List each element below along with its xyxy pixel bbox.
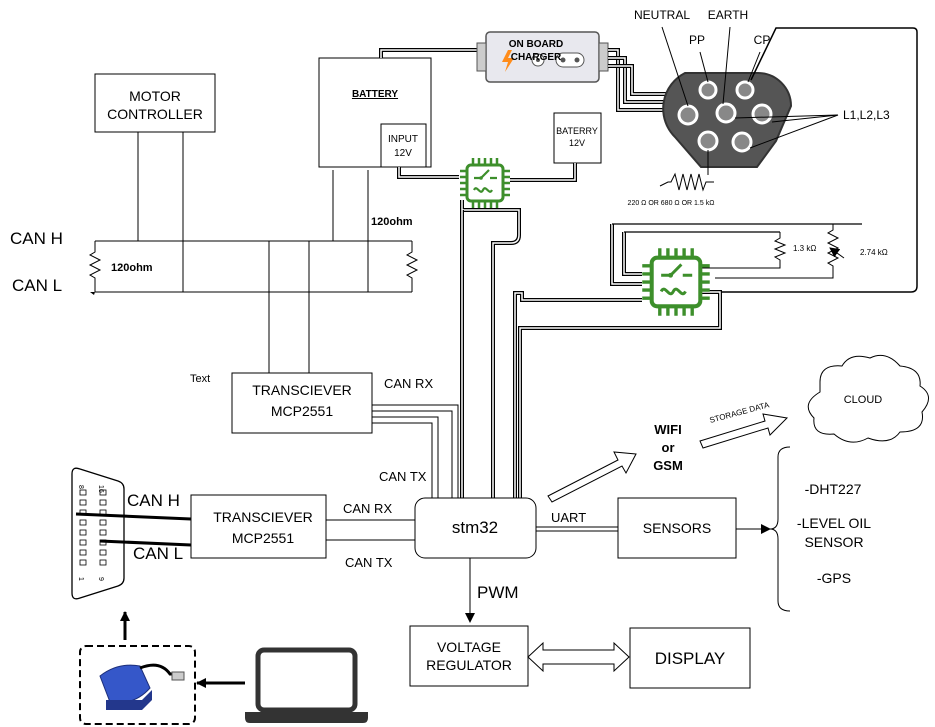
termination-label-left: 120ohm [111, 262, 153, 274]
display-label: DISPLAY [655, 649, 726, 668]
obd-can-l-label: CAN L [133, 544, 183, 563]
obd-pin-16: 16 [97, 485, 104, 493]
stm32-label: stm32 [452, 518, 498, 537]
battery-input-label: INPUT [388, 134, 418, 145]
or-label: or [662, 440, 675, 455]
can-bus: MOTOR CONTROLLER CAN H CAN L 120ohm 120o… [10, 73, 419, 373]
storage-arrow [699, 413, 789, 449]
battery-section: BATTERY INPUT 12V BATERRY 12V ON BOARD C… [318, 31, 685, 182]
cp-label: CP [754, 33, 771, 47]
sensor-item-2b: SENSOR [804, 534, 863, 550]
sensor-item-1: -DHT227 [805, 481, 862, 497]
transceiver-bottom-model: MCP2551 [232, 530, 294, 546]
obd-adapter-icon [79, 645, 196, 725]
transceiver-top-model: MCP2551 [271, 403, 333, 419]
phases-label: L1,L2,L3 [843, 108, 890, 122]
battery-input-voltage: 12V [394, 148, 412, 159]
earth-label: EARTH [708, 8, 748, 22]
obd-connector-icon: 8 16 1 9 [71, 467, 125, 600]
can-l-label: CAN L [12, 276, 62, 295]
bidirectional-arrow [527, 641, 630, 673]
uart-label: UART [551, 510, 586, 525]
regulator-label: VOLTAGE [437, 639, 501, 655]
sensor-item-2: -LEVEL OIL [797, 515, 871, 531]
transceiver-top-box [231, 372, 373, 434]
cp-circuit: 1.3 kΩ 2.74 kΩ [518, 223, 888, 498]
transceiver-top-can-rx: CAN RX [384, 376, 433, 391]
charging-connector: NEUTRAL EARTH PP CP L1,L2,L3 220 Ω OR 68… [628, 8, 918, 293]
aux-battery-box [553, 112, 602, 164]
cloud-label: CLOUD [844, 394, 883, 406]
can-h-label: CAN H [10, 229, 63, 248]
sensors-box [617, 497, 737, 559]
cp-resistor-2-label: 2.74 kΩ [860, 248, 888, 257]
stray-text: Text [190, 373, 210, 385]
storage-label: STORAGE DATA [709, 400, 771, 425]
transceiver-bottom-can-rx: CAN RX [343, 501, 392, 516]
transceiver-bottom: TRANSCIEVER MCP2551 CAN RX CAN TX [190, 494, 415, 570]
charger-label: ON BOARD [509, 39, 563, 50]
cloud-icon [807, 354, 929, 443]
motor-controller-box [94, 73, 216, 133]
aux-battery-voltage: 12V [569, 138, 585, 148]
pp-label: PP [689, 33, 705, 47]
sensors-label: SENSORS [643, 520, 711, 536]
relay-chip-icon [458, 156, 512, 210]
transceiver-top-label: TRANSCIEVER [252, 382, 352, 398]
onboard-charger-icon [476, 31, 609, 83]
transceiver-top-can-tx: CAN TX [379, 469, 427, 484]
obd-pin-9: 9 [97, 577, 104, 581]
motor-controller-label-2: CONTROLLER [107, 106, 203, 122]
transceiver-bottom-box [190, 494, 327, 559]
display-box [629, 627, 751, 689]
battery-input-box [380, 123, 427, 168]
obd-pin-1: 1 [77, 577, 84, 581]
laptop-icon [245, 647, 368, 723]
pp-resistor-label: 220 Ω OR 680 Ω OR 1.5 kΩ [628, 200, 715, 207]
voltage-regulator-box [409, 625, 529, 687]
regulator-label-2: REGULATOR [426, 657, 512, 673]
relay-chip-icon [642, 248, 710, 316]
wifi-label: WIFI [654, 422, 681, 437]
termination-label-right: 120ohm [371, 216, 413, 228]
motor-controller-label: MOTOR [129, 88, 181, 104]
sensor-item-3: -GPS [817, 570, 851, 586]
stm32-box [414, 497, 537, 559]
transceiver-bottom-label: TRANSCIEVER [213, 509, 313, 525]
charger-label-2: CHARGER [511, 52, 562, 63]
transceiver-bottom-can-tx: CAN TX [345, 555, 393, 570]
obd-pin-8: 8 [77, 485, 84, 489]
pwm-label: PWM [477, 583, 519, 602]
neutral-label: NEUTRAL [634, 8, 690, 22]
wireless-arrow [547, 451, 637, 503]
termination-resistor-right [405, 241, 419, 292]
gsm-label: GSM [653, 458, 683, 473]
aux-battery-label: BATERRY [556, 126, 598, 136]
termination-resistor-left [88, 241, 102, 292]
transceiver-top: Text TRANSCIEVER MCP2551 CAN RX CAN TX [190, 372, 459, 498]
cp-resistor-1-label: 1.3 kΩ [793, 244, 816, 253]
battery-title: BATTERY [352, 89, 398, 100]
obd-can-h-label: CAN H [127, 491, 180, 510]
